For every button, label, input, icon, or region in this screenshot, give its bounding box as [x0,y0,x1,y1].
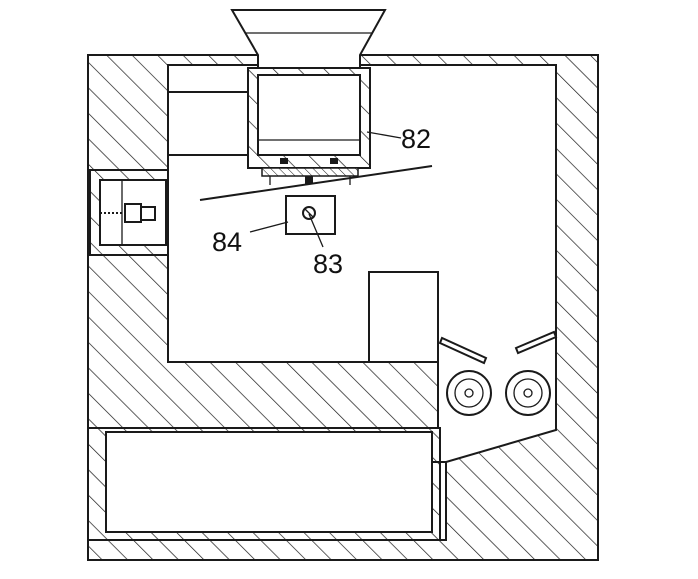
center-pin [305,176,313,184]
bottom-plate [261,167,359,177]
label-83: 83 [313,249,343,279]
actuator-head [140,206,156,221]
guide-plate-left [438,336,488,365]
roller-right-ring [513,378,543,408]
container-82-inner [257,74,361,156]
right-chamber-block [368,271,439,363]
container-82-walls [247,67,371,169]
roller-pair [446,370,551,416]
label-82: 82 [401,124,431,154]
container-82 [247,67,371,185]
leader-83 [308,213,324,248]
roller-left-ring [454,378,484,408]
roller-left-hub [464,388,474,398]
part-84-block [285,195,336,235]
inclined-plate [199,165,433,201]
roller-left [446,370,492,416]
collection-drawer [87,427,441,541]
leader-82 [366,131,402,139]
housing-walls [87,54,599,561]
part-83-mark [304,208,314,218]
leader-84 [249,221,289,233]
actuator-body [124,203,142,223]
sensor-left [280,158,288,164]
label-84: 84 [212,227,242,257]
housing [87,54,599,561]
roller-right [505,370,551,416]
roller-right-hub [523,388,533,398]
guide-plate-right [514,330,558,355]
sensor-right [330,158,338,164]
upper-left-step [168,91,251,156]
side-actuator-box [89,169,169,256]
